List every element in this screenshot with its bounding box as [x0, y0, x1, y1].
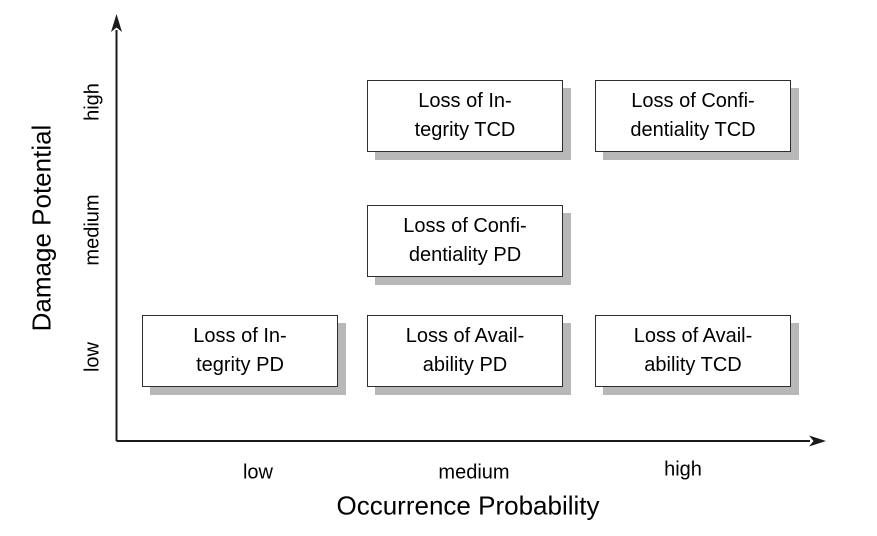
- box-label-line: Loss of Confi-: [403, 215, 527, 237]
- box-loss-of-confidentiality-pd: Loss of Confi- dentiality PD: [367, 205, 563, 277]
- box-loss-of-integrity-pd: Loss of In- tegrity PD: [142, 315, 338, 387]
- y-axis-title: Damage Potential: [26, 124, 57, 332]
- box-label-line: Loss of In-: [193, 325, 287, 347]
- box-label-line: ability TCD: [644, 354, 742, 376]
- y-tick-low: low: [81, 341, 104, 373]
- box-label-line: ability PD: [422, 354, 508, 376]
- x-axis-title: Occurrence Probability: [336, 490, 600, 521]
- box-label-line: tegrity PD: [196, 354, 284, 376]
- box-label-line: dentiality TCD: [630, 119, 756, 141]
- box-label-line: Loss of Confi-: [631, 90, 755, 112]
- box-loss-of-availability-tcd: Loss of Avail- ability TCD: [595, 315, 791, 387]
- y-tick-high: high: [81, 83, 104, 121]
- box-label-line: Loss of Avail-: [633, 325, 753, 347]
- box-label-line: Loss of Avail-: [405, 325, 525, 347]
- box-label-line: tegrity TCD: [414, 119, 516, 141]
- x-tick-high: high: [664, 458, 702, 481]
- y-tick-medium: medium: [81, 194, 104, 266]
- box-label-line: dentiality PD: [408, 244, 522, 266]
- box-label-line: Loss of In-: [418, 90, 512, 112]
- box-loss-of-integrity-tcd: Loss of In- tegrity TCD: [367, 80, 563, 152]
- x-tick-medium: medium: [438, 461, 510, 484]
- box-loss-of-availability-pd: Loss of Avail- ability PD: [367, 315, 563, 387]
- y-axis-arrowhead-icon: [111, 14, 122, 32]
- x-tick-low: low: [242, 461, 274, 484]
- box-loss-of-confidentiality-tcd: Loss of Confi- dentiality TCD: [595, 80, 791, 152]
- x-axis-arrowhead-icon: [809, 435, 826, 447]
